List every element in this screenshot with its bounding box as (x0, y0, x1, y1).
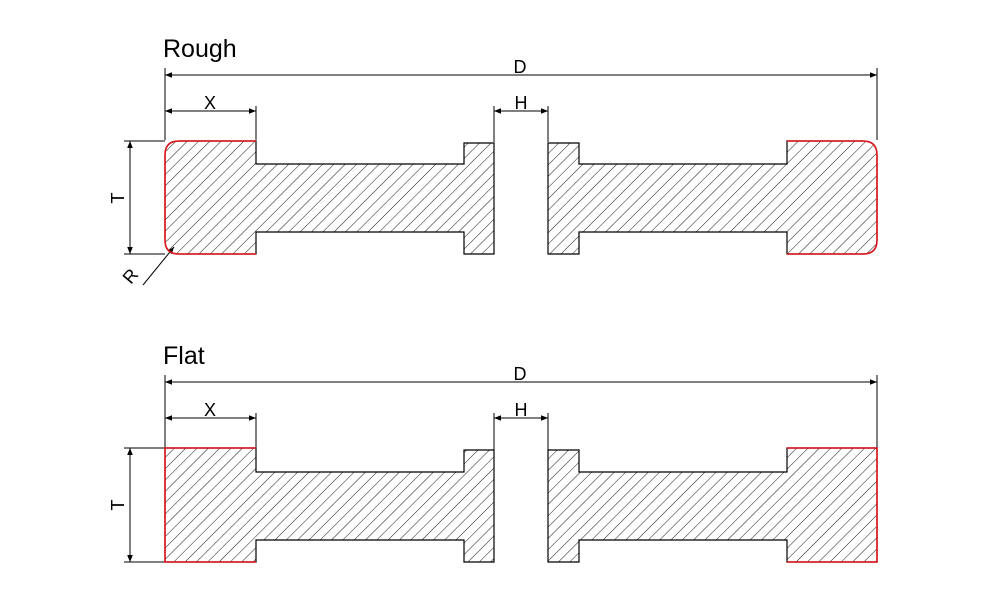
rough-x-label: X (204, 93, 216, 113)
flat-t-label: T (108, 500, 128, 511)
rough-section: Rough D X H T R (108, 35, 878, 288)
flat-left-profile (164, 447, 495, 563)
flat-x-label: X (204, 400, 216, 420)
flat-right-edge-highlight (787, 447, 878, 563)
rough-r-leader (142, 246, 175, 286)
rough-left-edge-highlight (164, 140, 256, 255)
flat-d-label: D (514, 364, 527, 384)
rough-right-profile (547, 140, 878, 255)
flat-section: Flat D X H T (108, 342, 878, 563)
flat-left-edge-highlight (164, 447, 256, 563)
rough-r-label: R (119, 265, 143, 288)
rough-left-profile (164, 140, 495, 255)
flat-right-profile (547, 447, 878, 563)
rough-right-edge-highlight (787, 140, 878, 255)
rough-title: Rough (163, 35, 237, 63)
flat-h-label: H (515, 400, 528, 420)
flat-title: Flat (163, 342, 205, 370)
rough-h-label: H (515, 93, 528, 113)
rough-t-label: T (108, 193, 128, 204)
rough-d-label: D (514, 57, 527, 77)
